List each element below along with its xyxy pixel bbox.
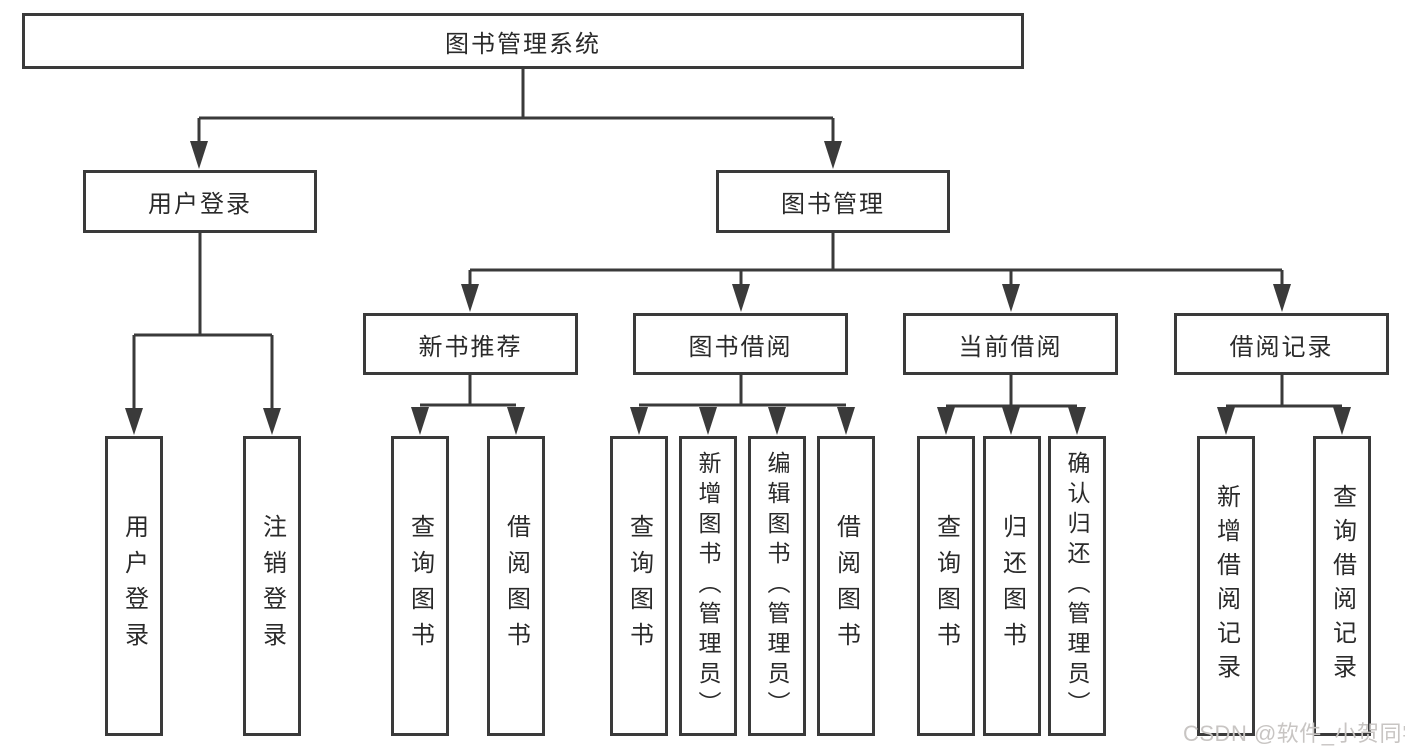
node-system-root: 图书管理系统 <box>22 13 1024 69</box>
node-leaf-confirm-return-admin: 确认归还（管理员） <box>1048 436 1106 736</box>
node-leaf-user-login: 用户登录 <box>105 436 163 736</box>
node-leaf-borrow-books-recommend: 借阅图书 <box>487 436 545 736</box>
node-leaf-query-books-recommend: 查询图书 <box>391 436 449 736</box>
node-leaf-query-books-borrowing: 查询图书 <box>610 436 668 736</box>
csdn-watermark: CSDN @软件_小贺同学 <box>1183 721 1405 746</box>
node-book-management-branch: 图书管理 <box>716 170 950 233</box>
node-current-borrowing: 当前借阅 <box>903 313 1118 375</box>
node-leaf-query-books-current: 查询图书 <box>917 436 975 736</box>
node-leaf-borrow-books-borrowing: 借阅图书 <box>817 436 875 736</box>
node-leaf-logout: 注销登录 <box>243 436 301 736</box>
node-book-borrowing: 图书借阅 <box>633 313 848 375</box>
node-new-book-recommend: 新书推荐 <box>363 313 578 375</box>
node-leaf-add-borrow-record: 新增借阅记录 <box>1197 436 1255 736</box>
node-leaf-query-borrow-record: 查询借阅记录 <box>1313 436 1371 736</box>
node-user-login-branch: 用户登录 <box>83 170 317 233</box>
node-leaf-edit-books-admin: 编辑图书（管理员） <box>748 436 806 736</box>
node-leaf-add-books-admin: 新增图书（管理员） <box>679 436 737 736</box>
node-borrowing-records: 借阅记录 <box>1174 313 1389 375</box>
node-leaf-return-books: 归还图书 <box>983 436 1041 736</box>
